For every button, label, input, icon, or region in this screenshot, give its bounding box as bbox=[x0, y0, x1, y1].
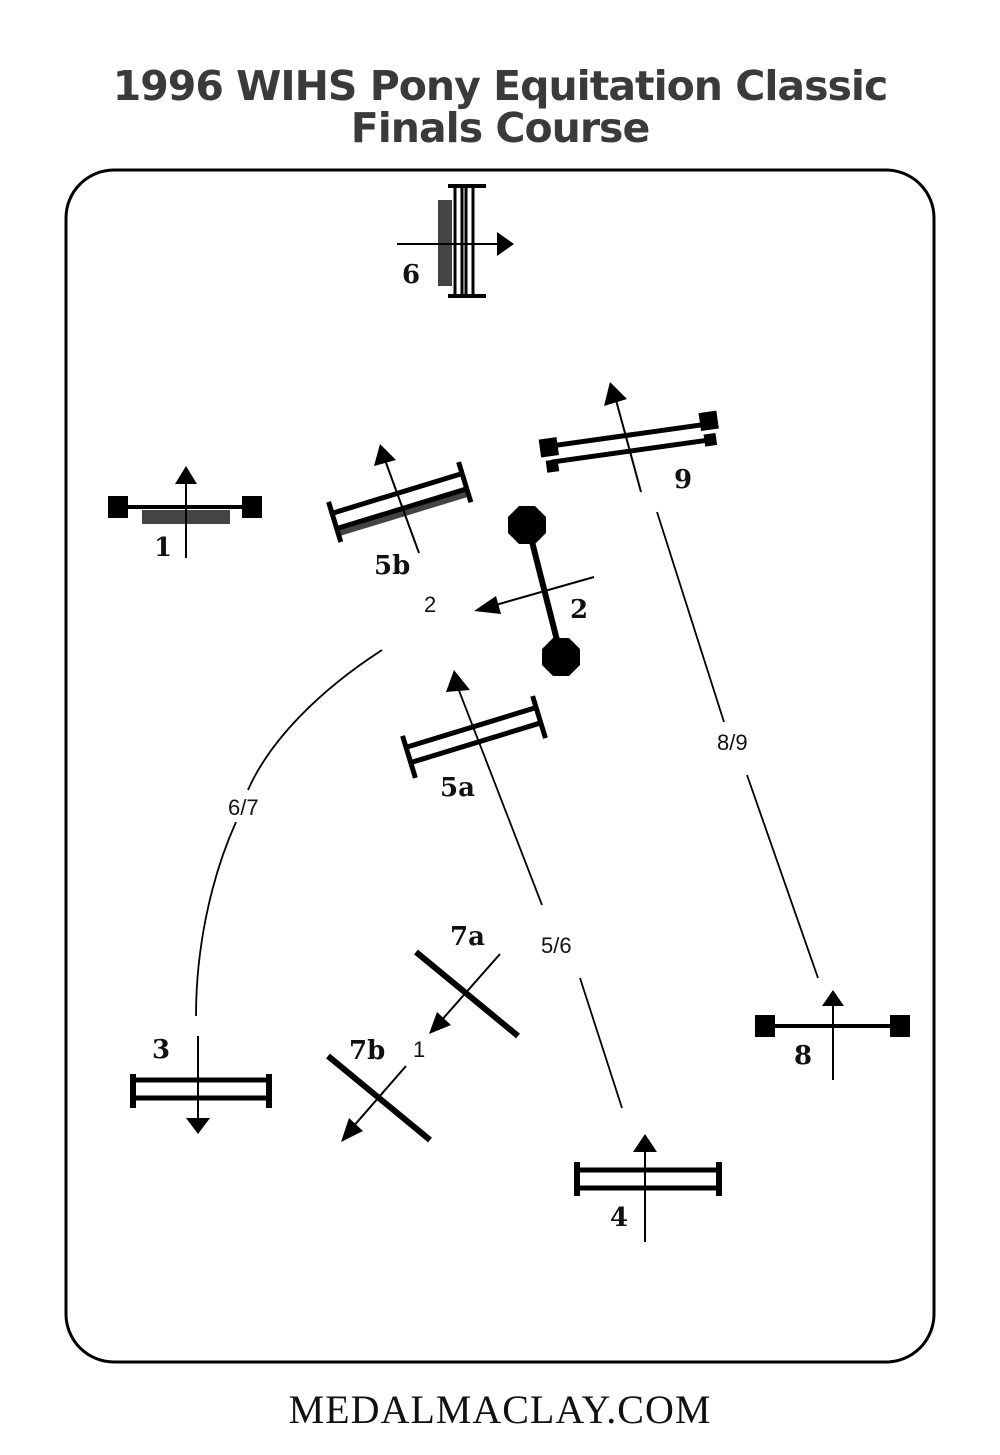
course-subtitle: Finals Course bbox=[350, 104, 651, 152]
stride-count-6-7: 6/7 bbox=[228, 795, 259, 820]
fence-number-7a: 7a bbox=[450, 922, 485, 952]
track-8-9-upper bbox=[656, 511, 725, 723]
fence-7b bbox=[326, 1053, 432, 1143]
fence-4 bbox=[574, 1134, 722, 1242]
fence-number-3: 3 bbox=[152, 1035, 170, 1065]
fence-number-1: 1 bbox=[154, 533, 172, 563]
fence-number-9: 9 bbox=[674, 465, 692, 495]
stride-count-2: 2 bbox=[424, 592, 436, 617]
track-6-7-lower bbox=[195, 821, 237, 1017]
fence-9 bbox=[538, 410, 719, 473]
fence-5a bbox=[400, 695, 548, 779]
arrow-5b bbox=[374, 444, 396, 466]
fence-number-2: 2 bbox=[570, 595, 588, 625]
fence-number-5a: 5a bbox=[440, 773, 475, 803]
fence-number-6: 6 bbox=[402, 260, 420, 290]
stride-count-5-6: 5/6 bbox=[541, 933, 572, 958]
fence-number-5b: 5b bbox=[374, 551, 410, 581]
track-8-9-lower bbox=[746, 774, 819, 979]
fence-7a bbox=[414, 949, 520, 1039]
track-5b bbox=[384, 459, 420, 554]
track-5-6-lower bbox=[579, 977, 623, 1109]
fence-3 bbox=[130, 1036, 272, 1134]
fence-2 bbox=[474, 506, 595, 676]
fence-number-4: 4 bbox=[610, 1203, 628, 1233]
fence-1 bbox=[108, 466, 262, 558]
track-6-7-upper bbox=[247, 649, 383, 791]
course-title: 1996 WIHS Pony Equitation Classic bbox=[112, 62, 889, 110]
stride-count-8-9: 8/9 bbox=[717, 730, 748, 755]
fence-number-7b: 7b bbox=[349, 1036, 385, 1066]
track-5-6-upper bbox=[457, 687, 543, 906]
arrow-9 bbox=[604, 382, 627, 406]
arrow-5a bbox=[446, 670, 470, 692]
arena-boundary bbox=[64, 168, 936, 1364]
fence-6 bbox=[397, 184, 514, 298]
stride-count-1: 1 bbox=[413, 1037, 425, 1062]
fence-8 bbox=[755, 990, 910, 1080]
track-9 bbox=[615, 399, 642, 493]
fence-number-8: 8 bbox=[794, 1041, 812, 1071]
site-watermark: MEDALMACLAY.COM bbox=[288, 1387, 712, 1432]
